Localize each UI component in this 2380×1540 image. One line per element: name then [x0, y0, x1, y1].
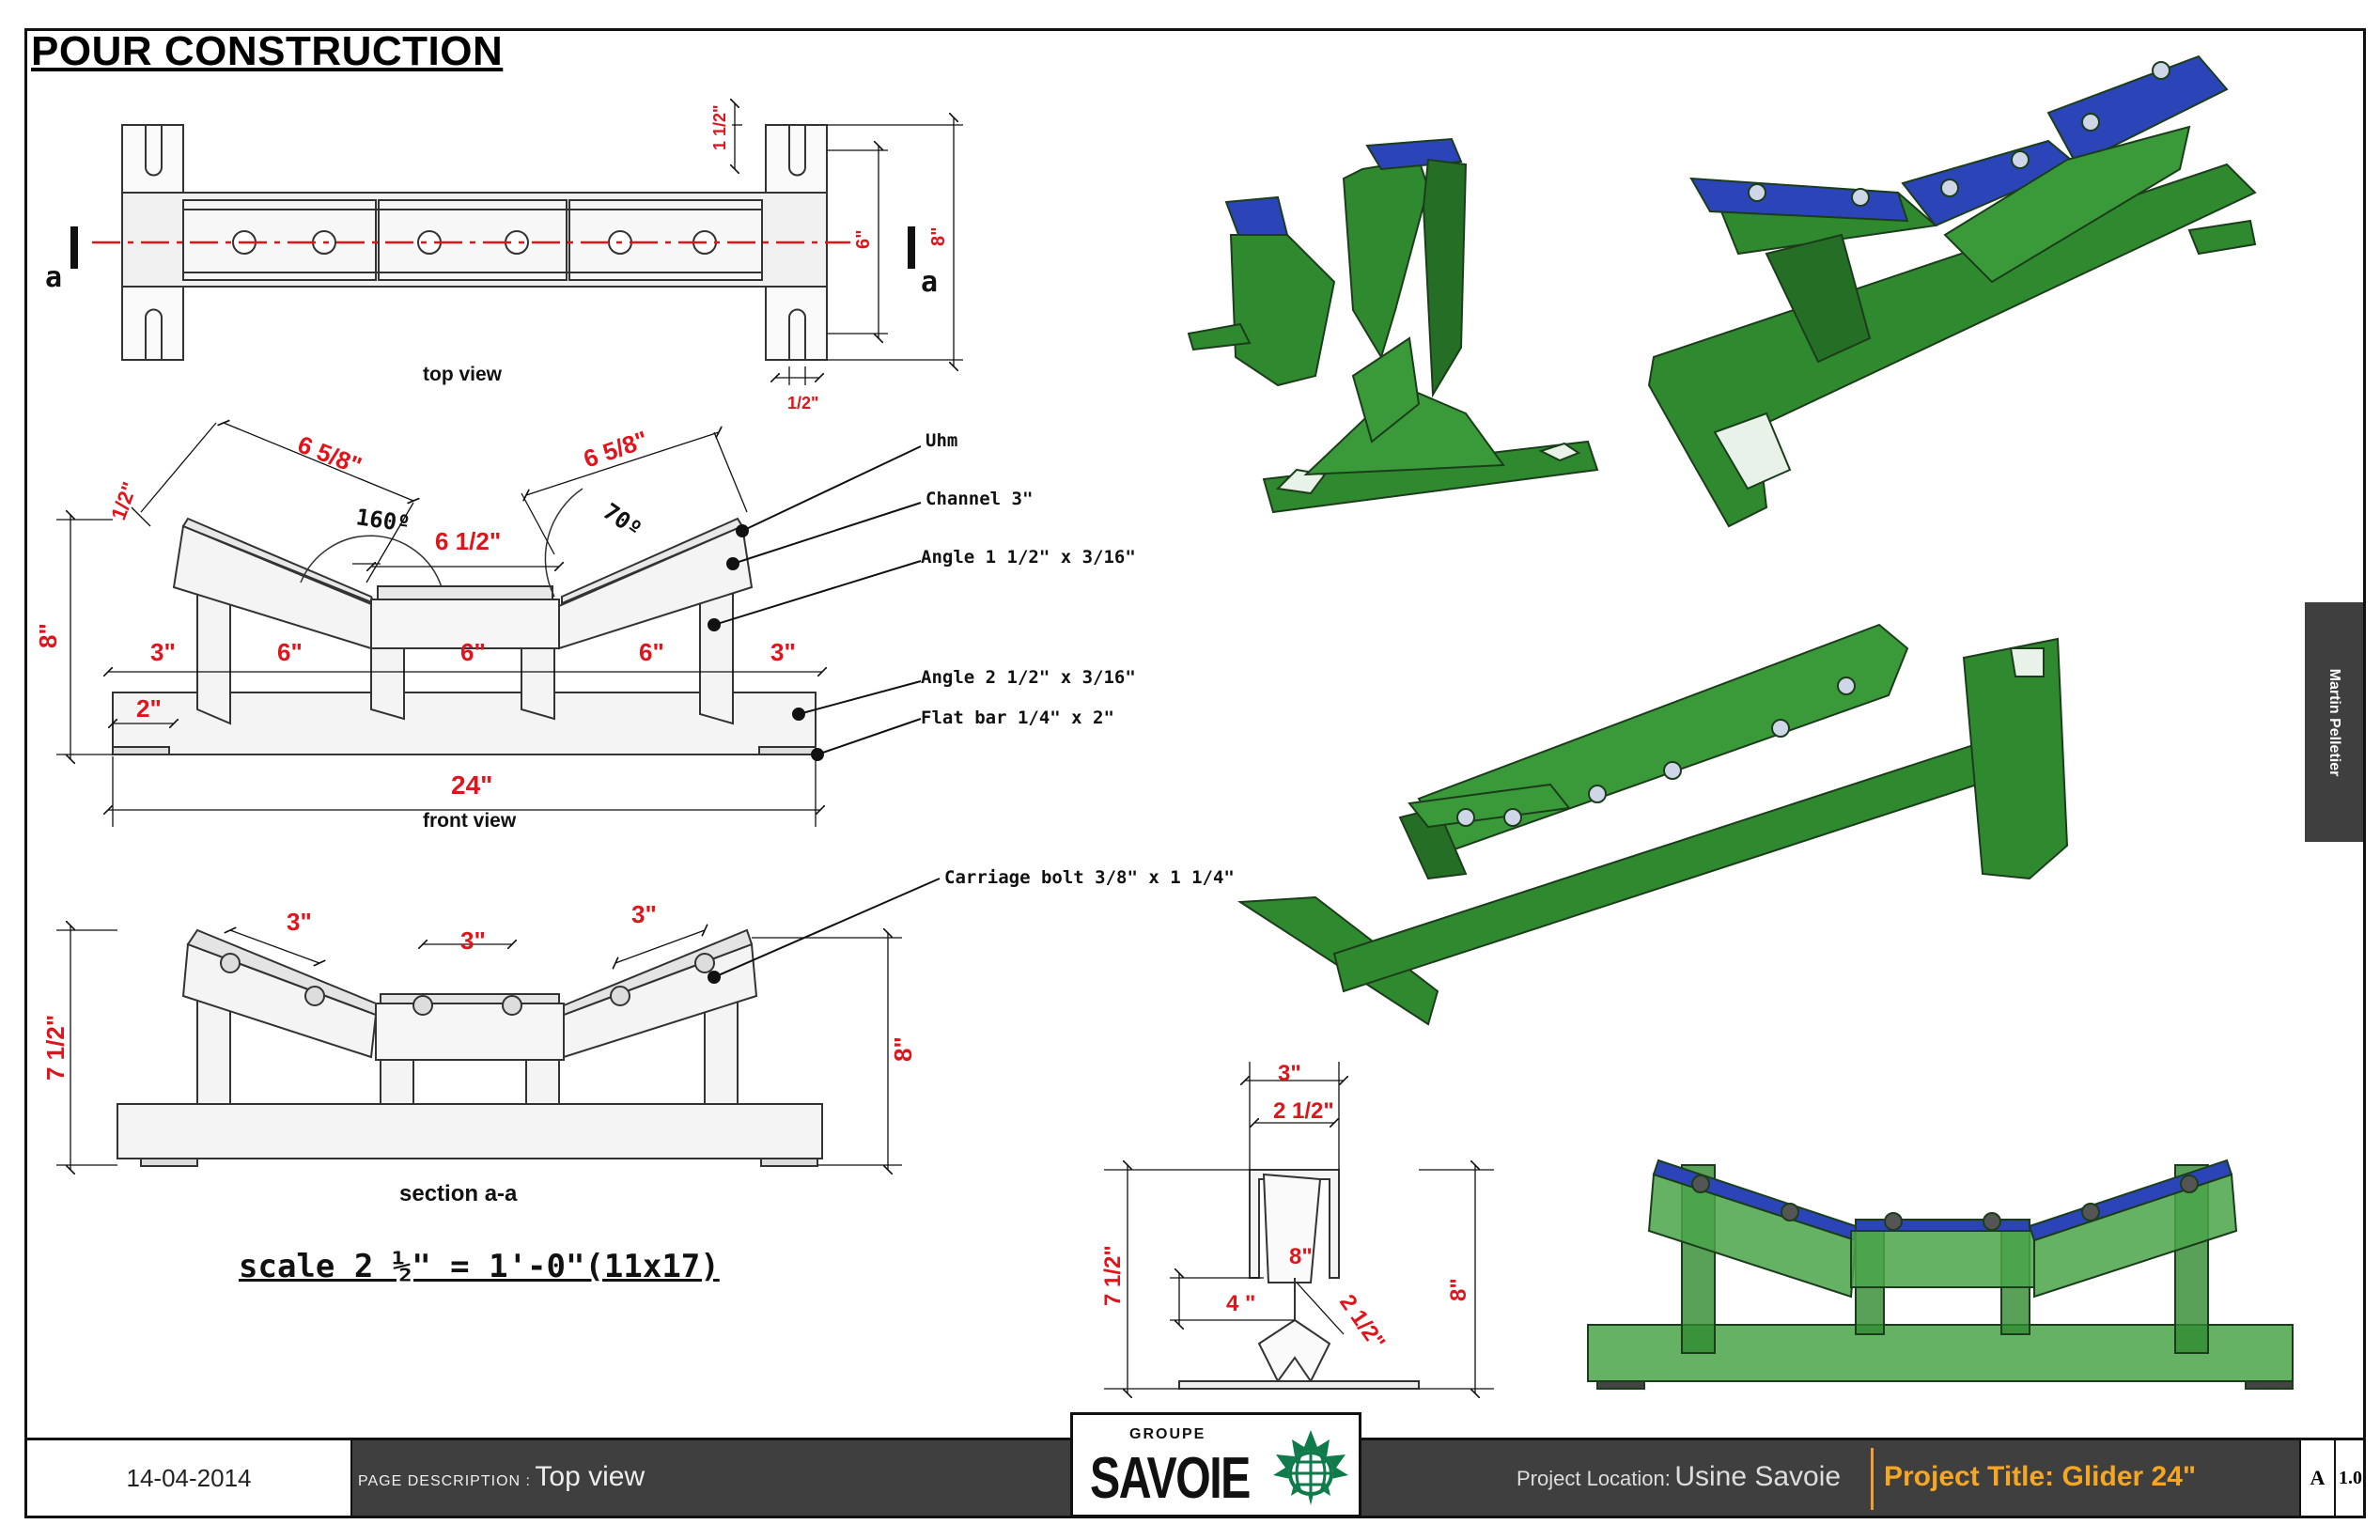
dim-side-3: 3"	[1278, 1061, 1301, 1086]
dim-side-2-1-2-top: 2 1/2"	[1273, 1098, 1334, 1124]
dim-side-8-inner: 8"	[1289, 1244, 1313, 1269]
side-view	[1104, 1062, 1494, 1393]
dim-front-6-1-2: 6 1/2"	[435, 527, 501, 555]
sheet-title: POUR CONSTRUCTION	[31, 28, 504, 74]
dim-front-3-right: 3"	[770, 638, 796, 666]
dim-front-3-left: 3"	[150, 638, 176, 666]
dim-side-2-1-2: 2 1/2"	[1334, 1290, 1390, 1355]
render-iso-1	[1187, 137, 1599, 514]
dim-section-3-left: 3"	[287, 908, 312, 936]
dim-side-4: 4 "	[1226, 1291, 1255, 1316]
render-iso-3	[1237, 623, 2069, 1026]
angle-160: 160º	[354, 504, 412, 537]
project-title: Project Title: Glider 24"	[1884, 1461, 2197, 1492]
render-elevation	[1587, 1159, 2294, 1390]
angle-70: 70º	[599, 498, 647, 543]
dim-front-6-b: 6"	[460, 638, 486, 666]
section-view	[56, 878, 941, 1170]
logo-savoie-text: SAVOIE	[1090, 1446, 1251, 1511]
project-location: Project Location: Usine Savoie	[1517, 1461, 1841, 1493]
sheet-number-cell: 1.0	[2334, 1440, 2365, 1516]
company-logo: GROUPE SAVOIE	[1070, 1412, 1361, 1517]
dim-side-7-1-2: 7 1/2"	[1100, 1245, 1126, 1306]
section-marker-right: a	[921, 266, 938, 299]
front-view-label: front view	[423, 810, 517, 832]
dim-front-6-c: 6"	[639, 638, 664, 666]
dim-section-3-center: 3"	[460, 926, 486, 955]
dim-section-3-right: 3"	[631, 900, 657, 928]
dim-top-1-1-2: 1 1/2"	[710, 104, 729, 150]
callout-flat-bar: Flat bar 1/4" x 2"	[921, 708, 1114, 728]
callout-angle-2: Angle 2 1/2" x 3/16"	[921, 667, 1136, 688]
dim-top-8: 8"	[928, 226, 949, 246]
dim-section-8: 8"	[889, 1036, 917, 1062]
author-tab: Martin Pelletier	[2305, 602, 2363, 842]
top-view-label: top view	[423, 364, 503, 385]
author-name: Martin Pelletier	[2326, 668, 2342, 776]
dim-side-8: 8"	[1446, 1278, 1471, 1301]
dim-section-7-1-2: 7 1/2"	[41, 1015, 70, 1081]
page-description-label: PAGE DESCRIPTION :	[358, 1473, 531, 1489]
callout-uhm: Uhm	[926, 430, 957, 451]
revision-cell: A	[2299, 1440, 2334, 1516]
dim-top-6: 6"	[853, 229, 874, 249]
project-location-label: Project Location:	[1517, 1467, 1671, 1490]
project-location-value: Usine Savoie	[1674, 1461, 1842, 1492]
title-block: 14-04-2014 PAGE DESCRIPTION : Top view G…	[27, 1412, 2365, 1517]
callout-channel: Channel 3"	[926, 489, 1033, 509]
dim-front-1-2: 1/2"	[106, 479, 142, 523]
section-view-label: section a-a	[399, 1181, 518, 1206]
callout-carriage-bolt: Carriage bolt 3/8" x 1 1/4"	[944, 867, 1235, 888]
dim-front-8: 8"	[34, 623, 62, 648]
dim-front-24: 24"	[451, 770, 492, 800]
logo-groupe-text: GROUPE	[1129, 1426, 1206, 1442]
title-block-separator	[1871, 1448, 1874, 1510]
dim-front-6-a: 6"	[277, 638, 303, 666]
page-description-value: Top view	[535, 1461, 646, 1492]
date-cell: 14-04-2014	[27, 1440, 352, 1516]
callout-angle-1: Angle 1 1/2" x 3/16"	[921, 547, 1136, 568]
scale-note: scale 2 ½" = 1'-0"(11x17)	[239, 1248, 720, 1285]
top-view	[70, 103, 963, 385]
render-iso-2	[1647, 54, 2257, 528]
page-description: PAGE DESCRIPTION : Top view	[358, 1461, 645, 1493]
dim-top-1-2: 1/2"	[787, 394, 819, 412]
dim-front-6-5-8-left: 6 5/8"	[294, 430, 366, 480]
front-view	[56, 423, 922, 827]
dim-front-2: 2"	[136, 694, 162, 723]
section-marker-left: a	[45, 261, 62, 294]
maple-leaf-globe-icon	[1273, 1430, 1348, 1505]
